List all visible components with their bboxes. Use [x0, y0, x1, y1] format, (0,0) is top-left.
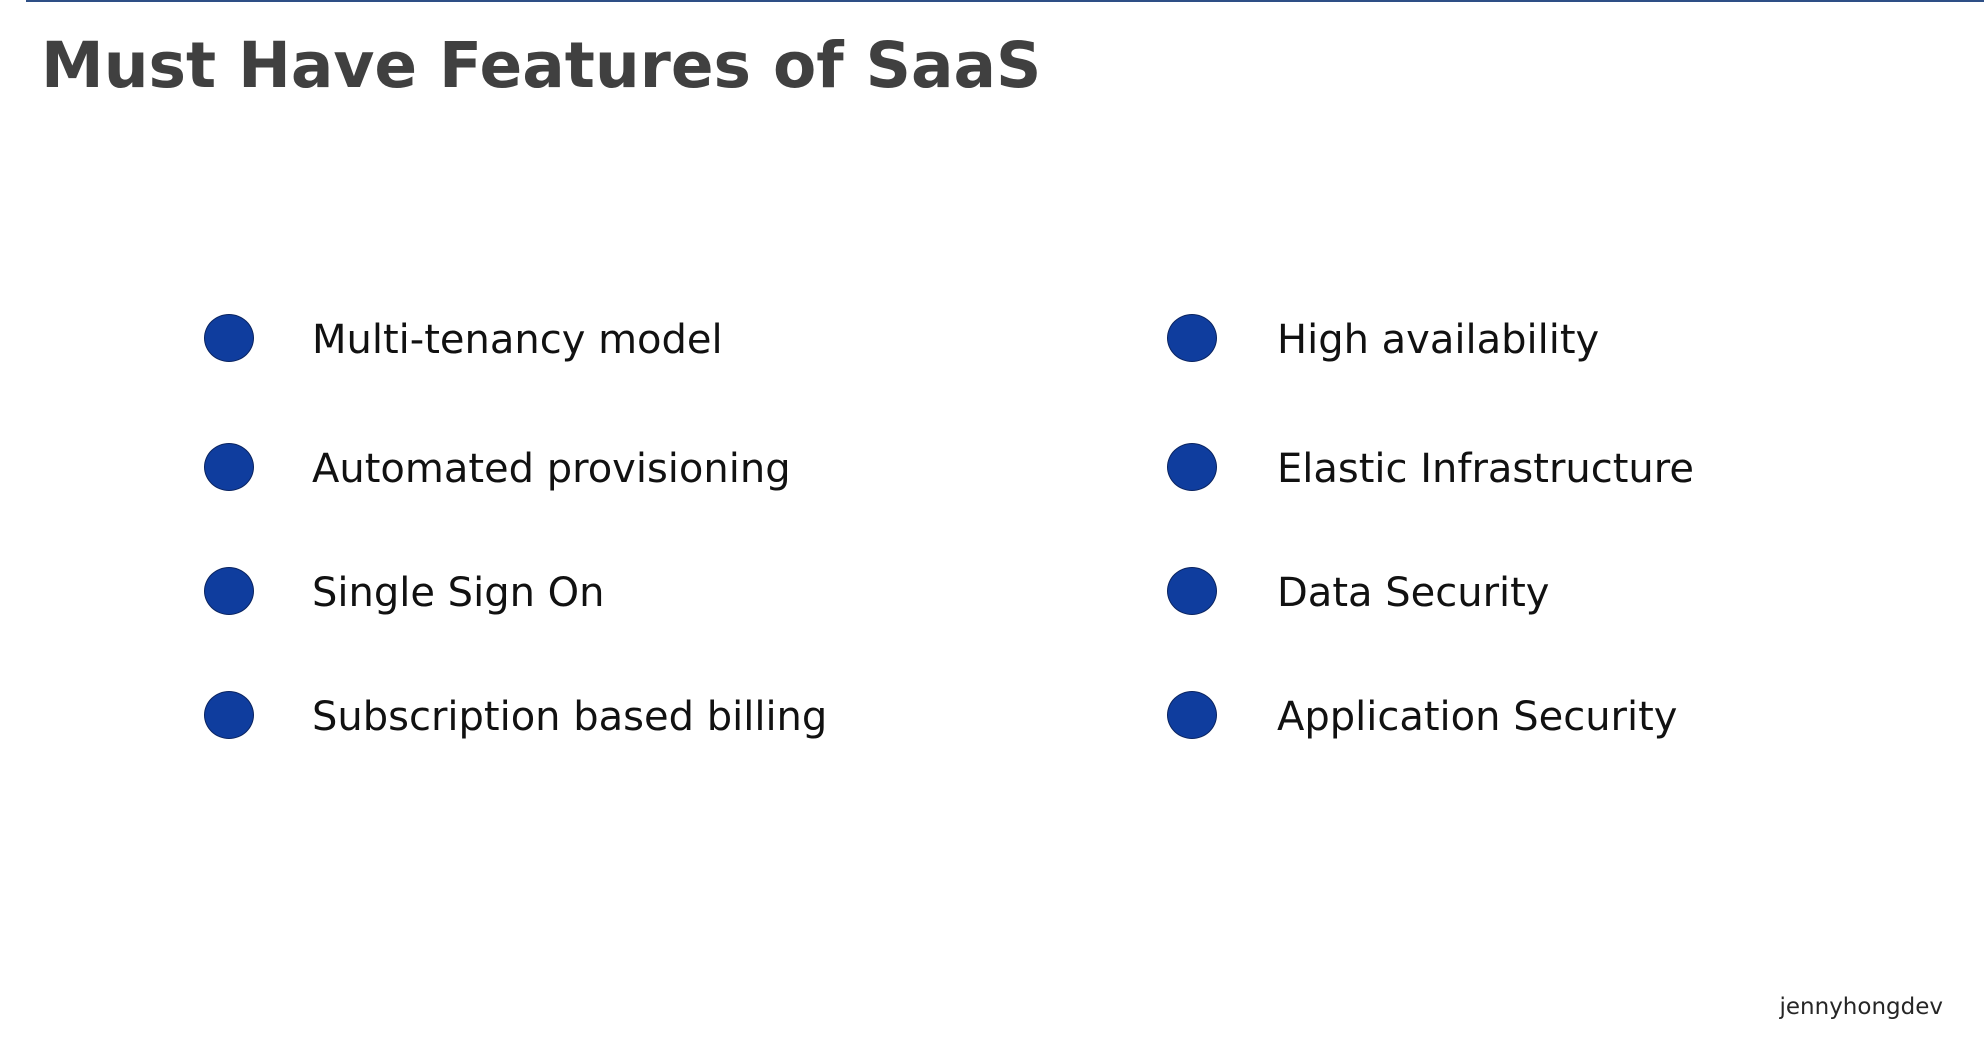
- feature-label: Application Security: [1277, 694, 1678, 740]
- bullet-circle-icon: [204, 567, 254, 615]
- feature-item-subscription-billing: Subscription based billing: [204, 687, 964, 747]
- author-credit: jennyhongdev: [1779, 994, 1944, 1020]
- bullet-circle-icon: [1167, 443, 1217, 491]
- feature-label: Subscription based billing: [312, 694, 828, 740]
- feature-item-elastic-infrastructure: Elastic Infrastructure: [1167, 439, 1927, 499]
- feature-item-data-security: Data Security: [1167, 563, 1927, 623]
- top-divider-line: [26, 0, 1984, 2]
- bullet-circle-icon: [204, 443, 254, 491]
- bullet-circle-icon: [204, 314, 254, 362]
- feature-label: High availability: [1277, 317, 1600, 363]
- feature-item-application-security: Application Security: [1167, 687, 1927, 747]
- bullet-circle-icon: [1167, 314, 1217, 362]
- feature-label: Automated provisioning: [312, 446, 791, 492]
- feature-item-high-availability: High availability: [1167, 310, 1927, 370]
- feature-item-multi-tenancy: Multi-tenancy model: [204, 310, 964, 370]
- feature-label: Single Sign On: [312, 570, 605, 616]
- feature-item-automated-provisioning: Automated provisioning: [204, 439, 964, 499]
- slide-title: Must Have Features of SaaS: [41, 29, 1042, 102]
- feature-label: Multi-tenancy model: [312, 317, 723, 363]
- feature-item-single-sign-on: Single Sign On: [204, 563, 964, 623]
- bullet-circle-icon: [1167, 567, 1217, 615]
- feature-label: Data Security: [1277, 570, 1550, 616]
- bullet-circle-icon: [1167, 691, 1217, 739]
- bullet-circle-icon: [204, 691, 254, 739]
- feature-label: Elastic Infrastructure: [1277, 446, 1694, 492]
